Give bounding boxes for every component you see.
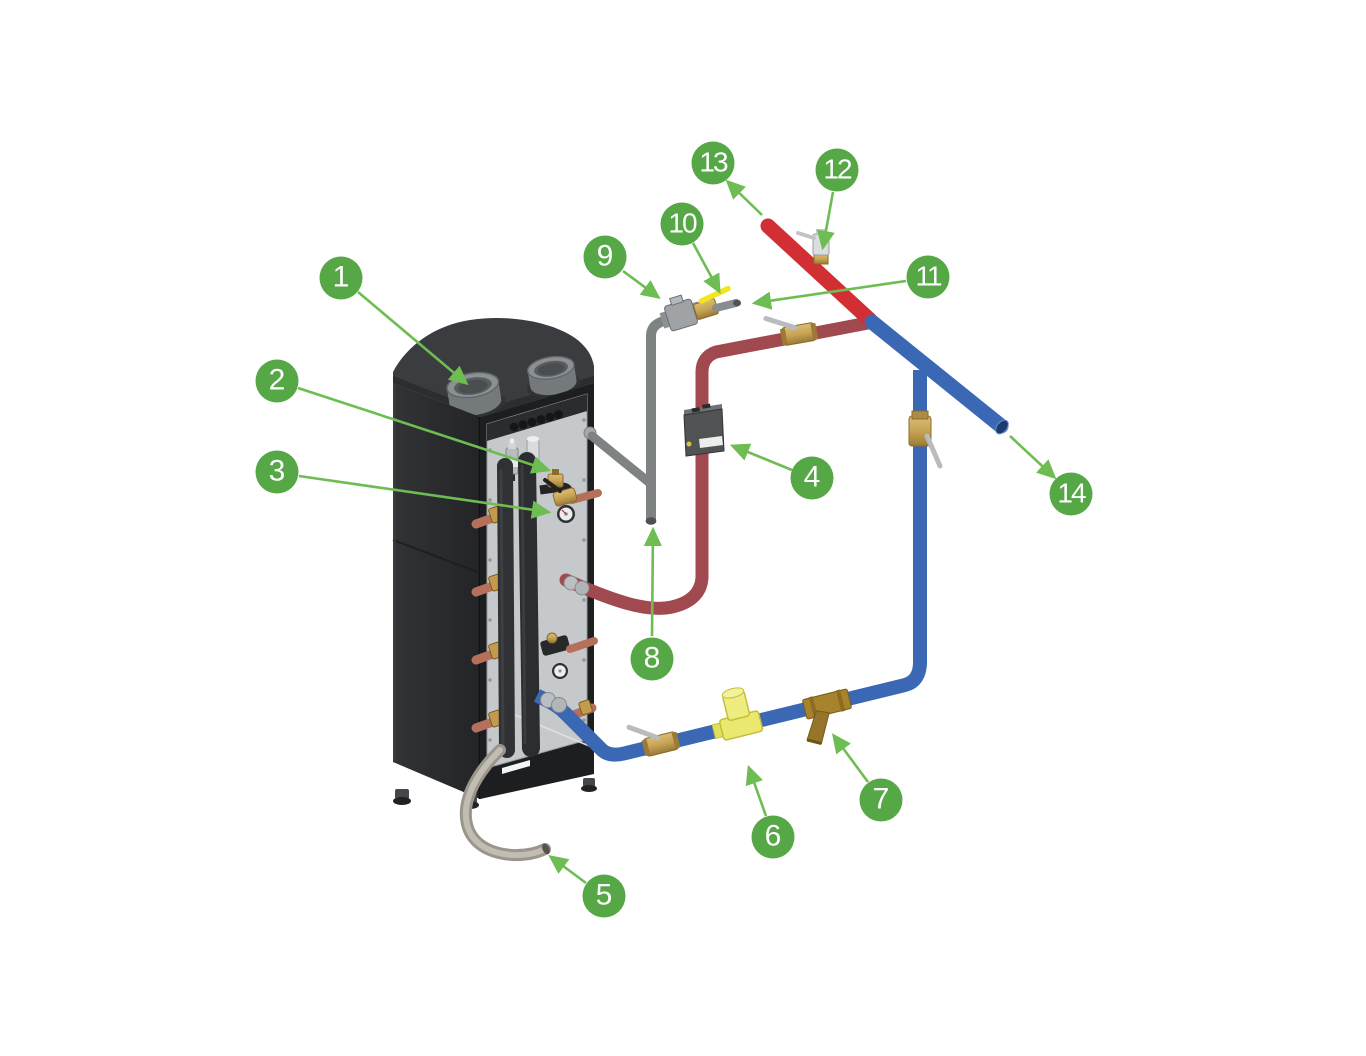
callout-9-number: 9 — [596, 239, 614, 272]
arrow-11-gas-connection — [751, 279, 907, 310]
callout-1-vent-collar: 1 — [319, 256, 363, 300]
yellow-valve-handle — [698, 285, 731, 304]
callout-11-number: 11 — [915, 260, 942, 291]
arrow-4-sensor-module — [729, 443, 793, 472]
callout-10-gas-valve: 10 — [660, 202, 704, 246]
arrow-9-gas-regulator — [622, 269, 661, 300]
temperature-pressure-gauge — [557, 505, 575, 523]
cold-water-supply-pipe — [864, 314, 1009, 435]
pipe-open-end — [995, 419, 1009, 435]
gas-line — [583, 285, 741, 525]
callout-3-gauge: 3 — [255, 450, 299, 494]
gas-shutoff-valve — [693, 285, 731, 320]
riser-ball-valve — [908, 410, 943, 469]
callout-6-yellow-valve: 6 — [751, 815, 795, 859]
hot-supply-ball-valve — [763, 316, 819, 346]
arrow-14-cold-supply — [1009, 435, 1057, 480]
yellow-backflow-valve — [711, 687, 764, 741]
cabinet-front-face — [393, 383, 480, 799]
cold-inlet-ball-valve — [626, 724, 681, 757]
callout-7-strainer: 7 — [859, 778, 903, 822]
gas-supply-stub — [712, 299, 740, 312]
drip-leg-open-end — [645, 517, 657, 525]
y-strainer — [802, 688, 852, 745]
callout-5-number: 5 — [595, 878, 613, 911]
callout-2-air-vent-valve: 2 — [255, 359, 299, 403]
union-nut — [551, 697, 567, 713]
arrow-7-strainer — [831, 733, 870, 783]
leveling-foot — [581, 778, 597, 792]
arrow-8-drip-leg — [643, 526, 662, 637]
hot-water-outlet-pipe — [760, 218, 878, 328]
callout-12-relief-valve: 12 — [815, 148, 859, 192]
callout-4-sensor-module: 4 — [790, 456, 834, 500]
callout-3-number: 3 — [268, 454, 286, 487]
arrow-2-air-vent-valve — [297, 386, 552, 474]
arrow-13-hot-outlet — [725, 179, 763, 216]
cabinet-seam — [392, 539, 481, 574]
leveling-foot — [393, 789, 411, 805]
callout-8-number: 8 — [643, 641, 661, 674]
callout-arrows — [297, 179, 1057, 885]
gas-branch-pipe — [587, 431, 656, 489]
callout-1-number: 1 — [332, 260, 350, 293]
arrow-10-gas-valve — [691, 242, 721, 294]
hose-open-end — [542, 843, 550, 855]
pipe-sensor-module — [683, 403, 725, 457]
callout-13-number: 13 — [699, 146, 728, 177]
callout-13-hot-outlet: 13 — [691, 141, 735, 185]
isolation-fitting-cluster — [540, 632, 598, 679]
cold-water-riser-and-run — [533, 370, 943, 762]
gas-drip-leg-pipe — [646, 311, 678, 520]
callout-4-number: 4 — [803, 460, 821, 493]
heater-hot-supply-pipe — [559, 316, 875, 615]
condensate-drain-hose — [459, 744, 551, 862]
arrow-5-drain-hose — [548, 854, 587, 885]
callout-2-number: 2 — [268, 363, 286, 396]
callout-9-gas-regulator: 9 — [583, 235, 627, 279]
callout-10-number: 10 — [668, 207, 697, 238]
arrow-6-yellow-valve — [745, 764, 768, 817]
callout-12-number: 12 — [823, 153, 852, 184]
arrow-3-gauge — [298, 474, 552, 519]
arrow-12-relief-valve — [816, 191, 835, 251]
callout-6-number: 6 — [764, 819, 782, 852]
callout-7-number: 7 — [872, 782, 890, 815]
arrow-1-vent-collar — [357, 291, 469, 386]
union-nut — [574, 580, 590, 596]
panel-louver-holes — [509, 410, 563, 432]
callout-8-drip-leg: 8 — [630, 637, 674, 681]
base-slot — [502, 760, 530, 774]
callout-5-drain-hose: 5 — [582, 874, 626, 918]
callout-14-number: 14 — [1057, 477, 1086, 508]
panel-rivets — [488, 418, 586, 742]
panel-brass-valve — [543, 478, 578, 507]
callout-14-cold-supply: 14 — [1049, 472, 1093, 516]
callout-11-gas-connection: 11 — [906, 255, 950, 299]
gas-stub-open-end — [733, 299, 741, 307]
